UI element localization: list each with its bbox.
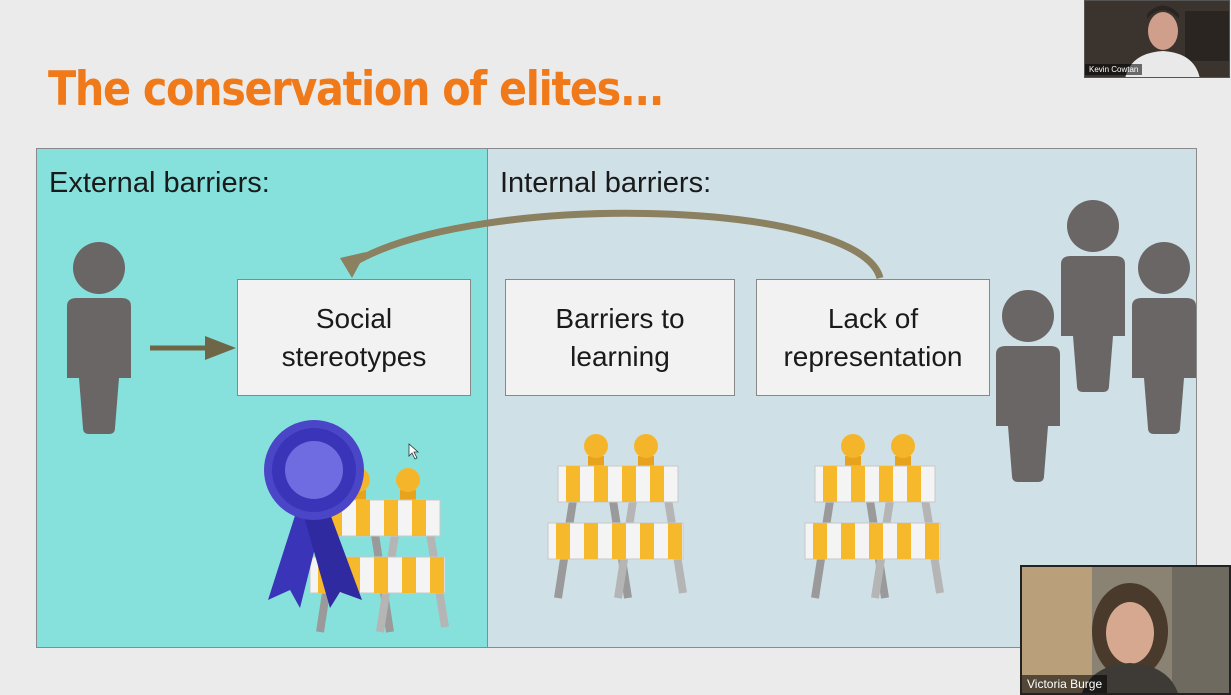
participant-video-feed [1085,1,1229,77]
person-icon [67,242,131,434]
slide-title: The conservation of elites... [48,62,664,117]
box-text-line: stereotypes [281,340,427,372]
social-stereotypes-box: Social stereotypes [237,279,471,396]
lack-of-representation-box: Lack of representation [756,279,990,396]
box-text-line: Barriers to [555,302,685,334]
box-text-line: representation [783,340,963,372]
box-text-line: learning [570,340,670,372]
ribbon-icon [264,420,364,608]
barricade-icon [805,434,940,598]
person-icon [1132,242,1196,434]
person-icon [1061,200,1125,392]
internal-barriers-label: Internal barriers: [500,167,712,199]
participant-video-feed [1022,567,1229,693]
participant-video-tile[interactable]: Kevin Cowtan [1084,0,1230,78]
box-text-line: Lack of [827,302,919,334]
curved-arrow-icon [340,209,884,280]
external-barriers-label: External barriers: [49,167,270,199]
barriers-to-learning-box: Barriers to learning [505,279,735,396]
participant-name: Kevin Cowtan [1085,64,1143,75]
person-icon [996,290,1060,482]
participant-name: Victoria Burge [1022,675,1108,693]
barricade-icon [548,434,683,598]
arrow-icon [150,336,236,360]
participant-video-tile[interactable]: Victoria Burge [1020,565,1231,695]
box-text-line: Social [315,302,393,334]
mouse-cursor-icon [408,443,420,460]
